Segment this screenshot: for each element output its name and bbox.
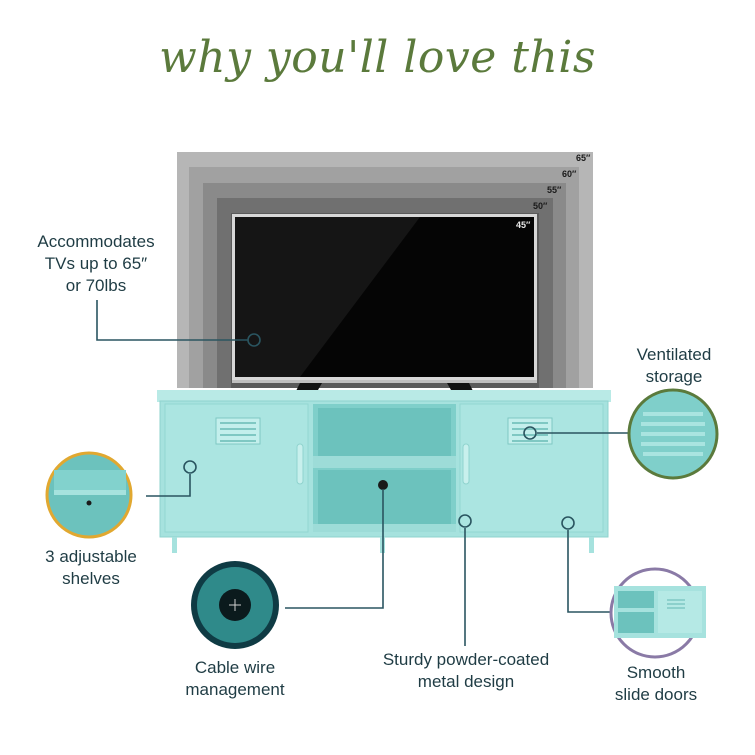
shelf-leader <box>146 474 191 497</box>
tv-size-label-45: 45″ <box>516 220 531 230</box>
cable-inset <box>191 561 279 649</box>
tv-size-label-55: 55″ <box>547 185 562 195</box>
adjustable-shelves-callout: 3 adjustable shelves <box>45 547 137 588</box>
ventilated-inset <box>627 388 719 480</box>
tv-size-label-60: 60″ <box>562 169 577 179</box>
slide-doors-callout: Smooth slide doors <box>614 663 698 704</box>
page-title: why you'll love this <box>159 32 596 83</box>
cabinet-illustration <box>157 390 611 553</box>
left-vent <box>215 417 261 445</box>
ventilated-storage-callout: Ventilated storage <box>636 345 712 386</box>
doors-inset <box>609 567 706 659</box>
cable-management-callout: Cable wire management <box>185 658 285 699</box>
metal-design-callout: Sturdy powder-coated metal design <box>382 650 550 691</box>
tv-size-label-65: 65″ <box>576 153 591 163</box>
tv-icon <box>232 214 537 393</box>
cable-leader <box>285 489 384 609</box>
tv-capacity-callout: Accommodates TVs up to 65″ or 70lbs <box>37 232 155 295</box>
right-vent <box>507 417 553 445</box>
tv-size-label-50: 50″ <box>533 201 548 211</box>
shelves-inset <box>45 451 133 539</box>
tv-leader <box>96 300 248 341</box>
leader-lines <box>96 300 628 646</box>
doors-leader <box>567 530 612 613</box>
cable-hole <box>378 480 388 490</box>
